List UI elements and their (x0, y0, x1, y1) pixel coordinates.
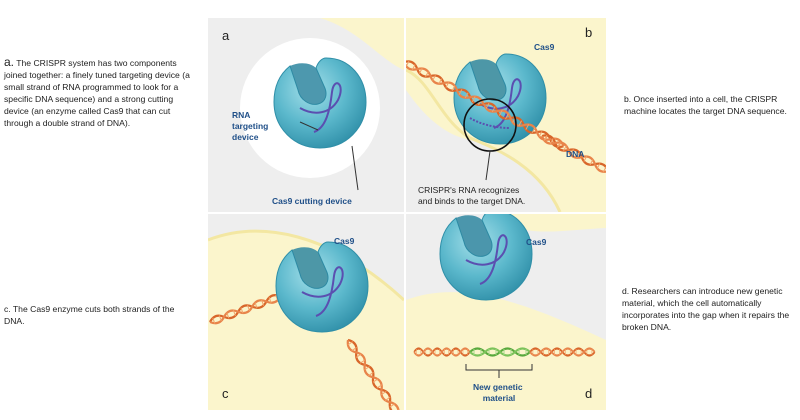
cas9-cutting-label: Cas9 cutting device (272, 196, 352, 206)
cas9-label-b: Cas9 (534, 42, 555, 52)
panel-c-letter: c (222, 386, 229, 401)
cas9-protein-d (439, 214, 533, 301)
panel-a-letter: a (222, 28, 230, 43)
cas9-protein-b (453, 53, 547, 145)
panel-b: b Cas9 DNA CRISPR's RNA recognizes and b… (406, 18, 606, 212)
caption-a: a. The CRISPR system has two components … (4, 56, 194, 129)
rna-targeting-label: RNA targeting device (232, 110, 271, 142)
rna-pointer (299, 121, 319, 131)
panel-d: Cas9 New genetic material d (406, 214, 606, 410)
cas9-label-d: Cas9 (526, 237, 547, 247)
note-pointer (485, 150, 491, 181)
panel-c: c Cas9 (208, 229, 404, 410)
panel-d-letter: d (585, 386, 592, 401)
caption-a-text: The CRISPR system has two components joi… (4, 58, 190, 128)
cas9-label-c: Cas9 (334, 236, 355, 246)
caption-c: c. The Cas9 enzyme cuts both strands of … (4, 304, 175, 326)
cas9-pointer (351, 145, 359, 191)
panel-b-letter: b (585, 25, 592, 40)
caption-b: b. Once inserted into a cell, the CRISPR… (624, 94, 787, 116)
caption-d: d. Researchers can introduce new genetic… (622, 286, 790, 332)
new-material-label: New genetic material (473, 382, 525, 403)
cas9-protein (273, 57, 367, 149)
caption-a-letter: a. (4, 55, 15, 69)
dna-label: DNA (566, 149, 584, 159)
panel-a: a RNA targeting device Cas9 cutting devi… (222, 18, 404, 206)
material-bracket (465, 364, 533, 378)
crispr-note: CRISPR's RNA recognizes and binds to the… (418, 185, 525, 206)
cas9-protein-c (275, 241, 369, 333)
